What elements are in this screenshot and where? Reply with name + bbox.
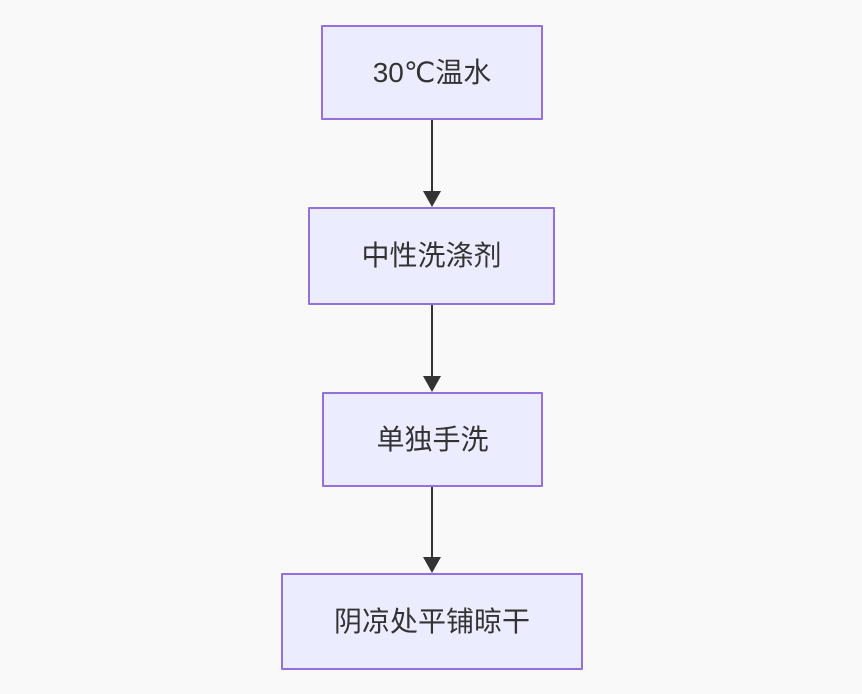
arrowhead-down-icon — [423, 191, 441, 207]
node-label-warm-water: 30℃温水 — [372, 56, 492, 88]
arrow-connector-3 — [423, 487, 441, 573]
arrow-connector-1 — [423, 120, 441, 207]
node-label-hand-wash: 单独手洗 — [376, 423, 489, 455]
flowchart-node-dry-flat-in-shade: 阴凉处平铺晾干 — [281, 573, 583, 670]
flowchart-node-warm-water: 30℃温水 — [321, 25, 543, 120]
flowchart-node-hand-wash: 单独手洗 — [322, 392, 543, 487]
flowchart-node-neutral-detergent: 中性洗涤剂 — [308, 207, 555, 305]
node-label-neutral-detergent: 中性洗涤剂 — [361, 240, 502, 272]
arrowhead-down-icon — [423, 557, 441, 573]
arrowhead-down-icon — [423, 376, 441, 392]
arrow-connector-2 — [423, 305, 441, 392]
node-label-dry-flat-in-shade: 阴凉处平铺晾干 — [333, 605, 530, 637]
